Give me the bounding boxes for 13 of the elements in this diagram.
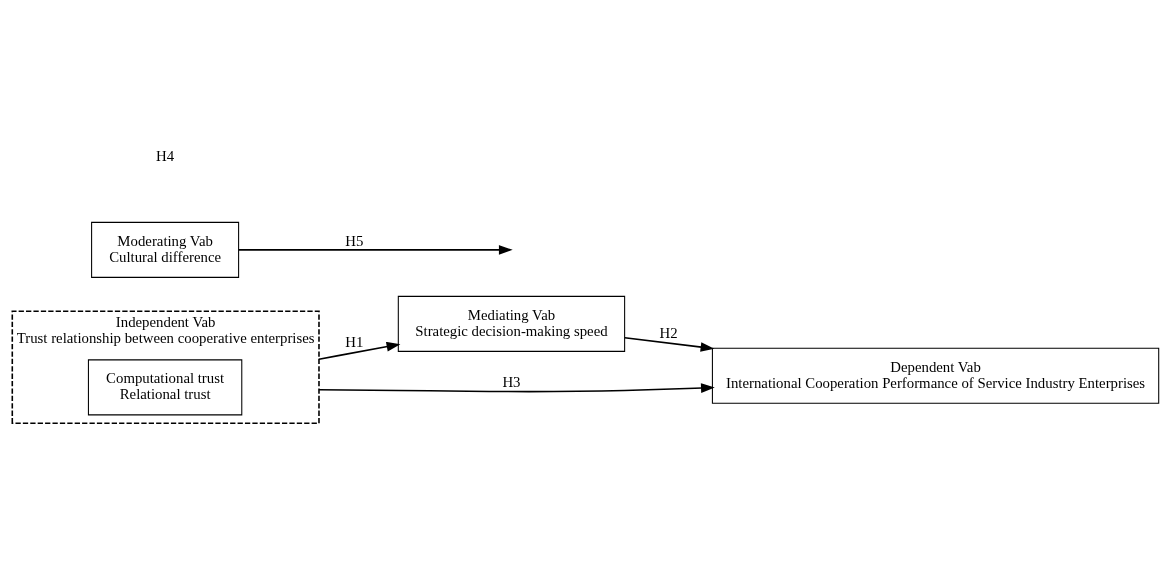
node-box: Computational trust Relational trust (87, 359, 243, 416)
label: H4 (156, 147, 175, 164)
node-box: Moderating Vab Cultural difference (91, 221, 240, 278)
arrow (318, 341, 401, 360)
arrow (237, 245, 513, 255)
arrow (624, 336, 715, 352)
arrow (318, 383, 715, 393)
edge-label: H3 (502, 373, 521, 390)
edge-label: H5 (345, 232, 364, 249)
node-box: Mediating Vab Strategic decision-making speed (397, 295, 626, 352)
edge-label: H2 (659, 324, 678, 341)
edge-label: H1 (345, 334, 364, 351)
node-box: Dependent Vab International Cooperation Performance of Service Industry Enterprises (711, 347, 1160, 404)
